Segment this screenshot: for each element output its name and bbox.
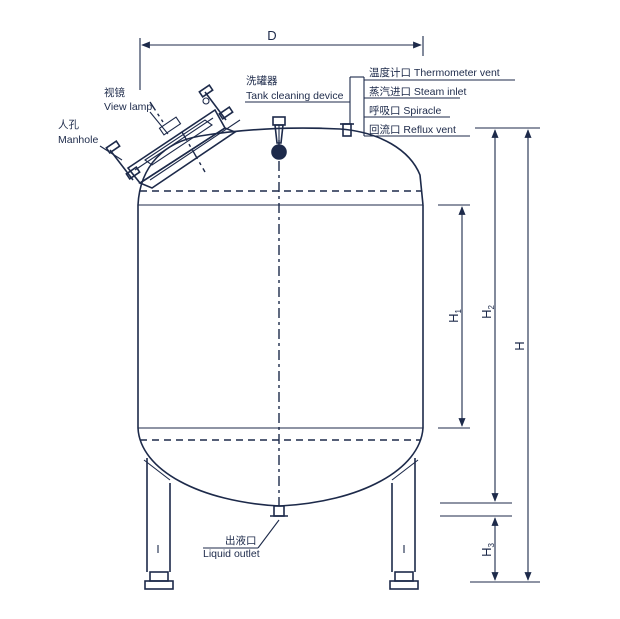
thermometer-vent-label: 温度计口 Thermometer vent — [369, 66, 500, 79]
liquid-outlet-label-en: Liquid outlet — [203, 548, 260, 560]
dimension-h3-label: H3 — [479, 543, 496, 557]
dimension-h2-label: H2 — [479, 305, 496, 319]
left-leg — [143, 458, 174, 590]
manhole-assembly — [105, 84, 241, 189]
top-vent — [340, 123, 354, 137]
dimension-d: D — [139, 28, 424, 90]
tank-cleaning-device — [271, 116, 287, 160]
liquid-outlet-label-cn: 出液口 — [225, 534, 257, 547]
view-lamp-label-cn: 视镜 — [104, 86, 125, 99]
dimension-d-label: D — [267, 28, 276, 43]
cleaning-device-label-en: Tank cleaning device — [246, 90, 344, 102]
spiracle-label: 呼吸口 Spiracle — [369, 105, 442, 117]
liquid-outlet — [270, 505, 288, 517]
dimension-h1-label: H1 — [446, 309, 463, 323]
leader-lines — [99, 76, 515, 549]
manhole-label-cn: 人孔 — [58, 118, 79, 131]
steam-inlet-label: 蒸汽进口 Steam inlet — [369, 85, 467, 98]
view-lamp-label-en: View lamp — [104, 101, 152, 113]
dimension-lines-right — [438, 127, 540, 583]
cleaning-device-label-cn: 洗罐器 — [246, 74, 278, 87]
reflux-vent-label: 回流口 Reflux vent — [369, 123, 456, 136]
tank-body — [137, 127, 424, 507]
right-leg — [389, 458, 419, 590]
dimension-h-label: H — [512, 341, 527, 350]
manhole-label-en: Manhole — [58, 134, 98, 146]
